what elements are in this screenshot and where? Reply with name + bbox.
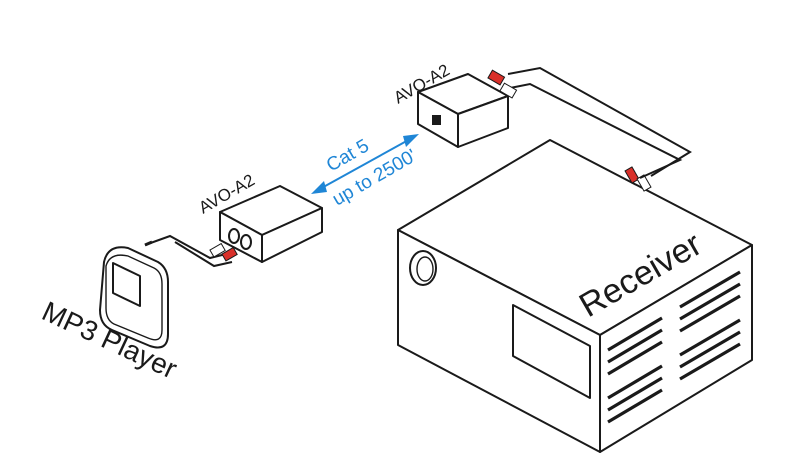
mp3-player: MP3 Player	[37, 240, 182, 385]
receiver: Receiver	[397, 139, 753, 453]
avo-a2-remote: AVO-A2	[391, 60, 518, 148]
link-arrowhead-left	[311, 181, 327, 194]
rca-jack-1	[228, 228, 240, 244]
cat5-link: Cat 5 up to 2500'	[311, 134, 420, 210]
rca-cables-local	[144, 234, 233, 268]
receiver-vents	[607, 270, 741, 424]
rca-plug-white	[499, 82, 518, 99]
rj45-port-remote	[432, 115, 441, 125]
rca-plug-white-local	[209, 242, 226, 258]
rca-plug-red-local	[221, 246, 238, 262]
receiver-rca-jacks	[624, 166, 652, 192]
rca-plug-red	[487, 69, 506, 86]
display-window	[512, 304, 591, 399]
rca-cables-remote	[507, 66, 692, 179]
link-arrowhead-right	[403, 134, 419, 147]
link-arrow-line	[317, 137, 413, 191]
avo-a2-local: AVO-A2	[196, 170, 323, 263]
rca-jack-2	[240, 234, 252, 250]
mp3-screen	[112, 262, 141, 307]
